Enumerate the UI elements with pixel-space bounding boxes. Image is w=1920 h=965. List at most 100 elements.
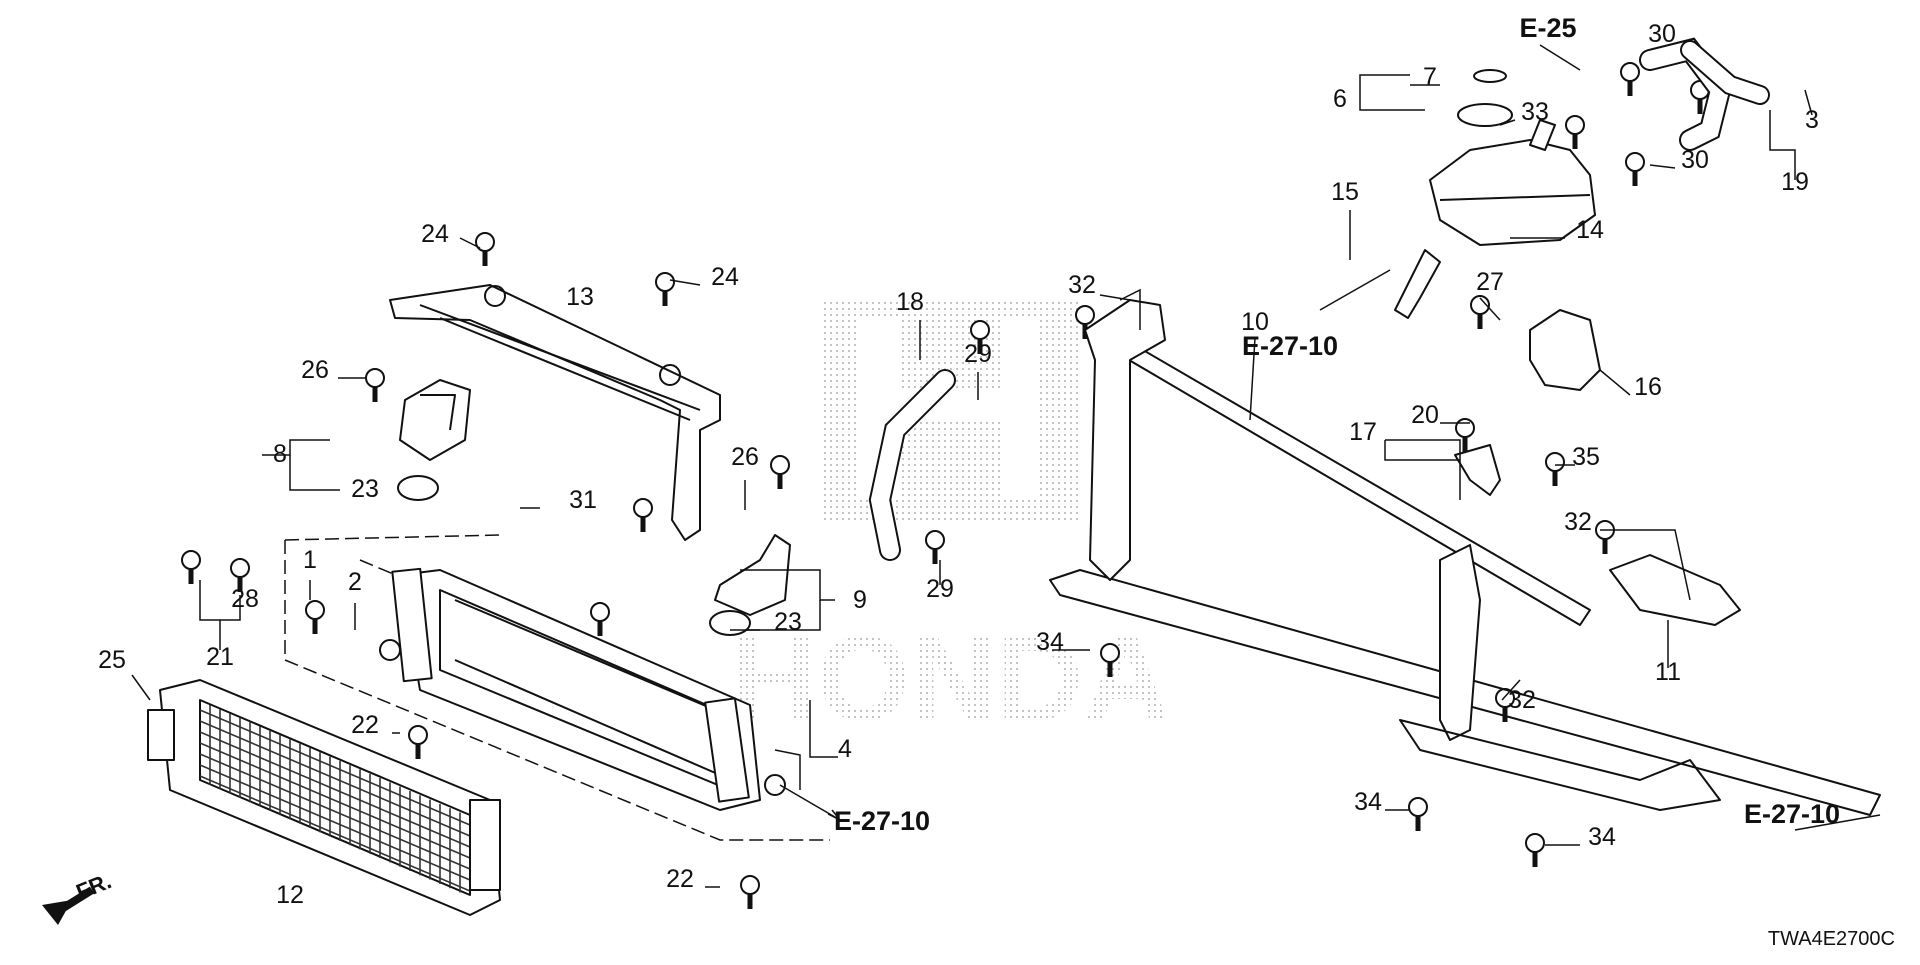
leader-line [131,674,151,701]
grill-bar [199,775,471,892]
fastener-icon [1100,643,1120,677]
leader-line [1501,679,1521,701]
callout-11: 11 [1655,658,1681,686]
leader-line [1384,440,1460,461]
callout-26a: 26 [301,356,329,384]
leader-line [1599,369,1631,396]
callout-labels: 1234678910111213141516171819202122222323… [98,20,1819,909]
reference-r4: E-27-10 [1744,799,1840,829]
grill-bar [199,742,471,859]
fastener-icon [770,455,790,489]
fastener-icon [1595,520,1615,554]
fastener-icon [230,558,250,592]
callout-20: 20 [1411,401,1439,429]
callout-22a: 22 [351,711,379,739]
fastener-icon [181,550,201,584]
reference-r3: E-27-10 [834,806,930,836]
condenser-part [147,679,501,916]
honda-watermark: HONDA [730,300,1170,746]
callout-24a: 24 [421,220,449,248]
upper-support-part [389,284,721,541]
reservoir-tank-part [1394,69,1596,319]
leader-line [1385,439,1461,500]
bracket-part [1529,309,1601,391]
callout-8: 8 [273,440,287,468]
callout-23b: 23 [774,608,802,636]
callout-17: 17 [1349,418,1377,446]
reference-r2: E-27-10 [1242,331,1338,361]
callout-32b: 32 [1564,508,1592,536]
grill-bar [199,709,471,826]
callout-16: 16 [1634,373,1662,401]
leader-line [745,600,821,631]
callout-31: 31 [569,486,597,514]
leader-line [199,580,221,650]
leader-line [809,700,838,758]
callout-1: 1 [303,546,317,574]
leader-line [1794,814,1881,831]
callout-29b: 29 [926,575,954,603]
fastener-icon [740,875,760,909]
fastener-icon [1455,418,1475,452]
callout-33: 33 [1521,98,1549,126]
callout-29a: 29 [964,340,992,368]
leader-line [1319,269,1391,311]
leader-line [289,455,340,491]
callout-9: 9 [853,586,867,614]
fastener-icon [365,368,385,402]
callout-2: 2 [348,568,362,596]
leader-line [1479,297,1501,321]
callout-32c: 32 [1508,686,1536,714]
callout-24b: 24 [711,263,739,291]
fastener-icon [1545,452,1565,486]
radiator-part [284,534,830,841]
leader-line [1649,164,1676,169]
fastener-icon [1470,295,1490,329]
front-arrow-icon: FR. [42,868,115,925]
grill-bar [199,753,471,870]
leader-line [220,595,241,621]
leader-line [1249,337,1256,421]
callout-19: 19 [1781,168,1809,196]
callout-13: 13 [566,283,594,311]
fastener-icon [1525,833,1545,867]
watermark-text: HONDA [730,612,1170,746]
fastener-icon [1075,305,1095,339]
callout-12: 12 [276,881,304,909]
reference-r1: E-25 [1519,13,1576,43]
callout-26b: 26 [731,443,759,471]
callout-30b: 30 [1681,146,1709,174]
leader-line [740,569,835,601]
callout-34b: 34 [1354,788,1382,816]
fastener-icon [590,602,610,636]
callout-18: 18 [896,288,924,316]
callout-3: 3 [1805,106,1819,134]
front-marker-label: FR. [73,868,115,904]
callout-30a: 30 [1648,20,1676,48]
callout-14: 14 [1576,216,1604,244]
grill-bar [199,731,471,848]
bracket-part [709,534,791,636]
callout-10: 10 [1241,308,1269,336]
fastener-icon [655,272,675,306]
callout-7: 7 [1423,63,1437,91]
fastener-icon [970,320,990,354]
fastener-icon [1565,115,1585,149]
callout-25: 25 [98,646,126,674]
bracket-part [1454,444,1501,496]
leader-line [1359,74,1410,88]
callout-4: 4 [838,735,852,763]
callout-21: 21 [206,643,234,671]
bracket-part [397,379,471,501]
callout-34a: 34 [1036,628,1064,656]
grill-bar [199,720,471,837]
fastener-icon [408,725,428,759]
diagram-code: TWA4E2700C [1768,928,1895,950]
callout-27: 27 [1476,268,1504,296]
fastener-icon [1620,62,1640,96]
callout-34c: 34 [1588,823,1616,851]
fastener-icon [633,498,653,532]
